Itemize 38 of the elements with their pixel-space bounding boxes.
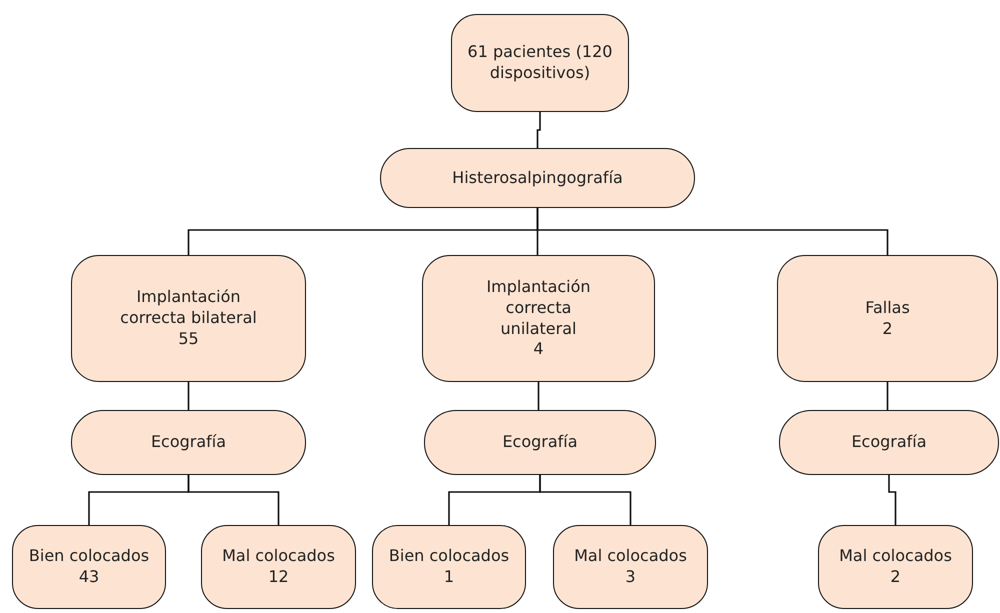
node-text: Mal colocados	[839, 546, 952, 567]
node-text: 1	[444, 567, 454, 588]
connector-line	[536, 112, 541, 148]
node-text: Histerosalpingografía	[452, 168, 623, 188]
process-box	[372, 525, 526, 609]
node-text: Ecografía	[150, 432, 226, 453]
connector-line	[539, 475, 632, 525]
node-text: 12	[268, 567, 289, 588]
process-box	[201, 525, 356, 609]
node-text: 3	[625, 567, 636, 588]
connector-line	[536, 208, 888, 255]
node-text: 61 pacientes (120 dispositivos)	[466, 42, 614, 84]
connector-line	[886, 382, 888, 410]
process-box	[451, 14, 629, 112]
node-text: Implantación correcta bilateral	[119, 287, 258, 329]
connector-line	[188, 475, 280, 525]
process-box	[777, 255, 998, 382]
node-text: Mal colocados	[222, 546, 335, 567]
node-text: 4	[533, 339, 544, 360]
node-text: Implantación correcta unilateral	[485, 276, 592, 340]
connector-line	[888, 475, 896, 525]
connector-line	[538, 382, 540, 410]
node-text: 43	[78, 567, 100, 588]
process-box	[71, 255, 306, 382]
process-box	[553, 525, 708, 609]
node-text: Mal colocados	[574, 546, 687, 567]
node-text: Ecografía	[851, 432, 927, 453]
node-text: Bien colocados	[388, 546, 510, 567]
process-box	[818, 525, 973, 609]
process-box	[422, 255, 655, 382]
node-text: Fallas	[865, 298, 910, 318]
node-text: 2	[890, 567, 901, 588]
process-box	[12, 525, 166, 609]
connector-line	[188, 382, 190, 410]
node-text: 55	[178, 328, 199, 350]
node-text: Ecografía	[502, 432, 578, 453]
node-text: 2	[882, 318, 893, 340]
node-text: Bien colocados	[28, 546, 150, 567]
